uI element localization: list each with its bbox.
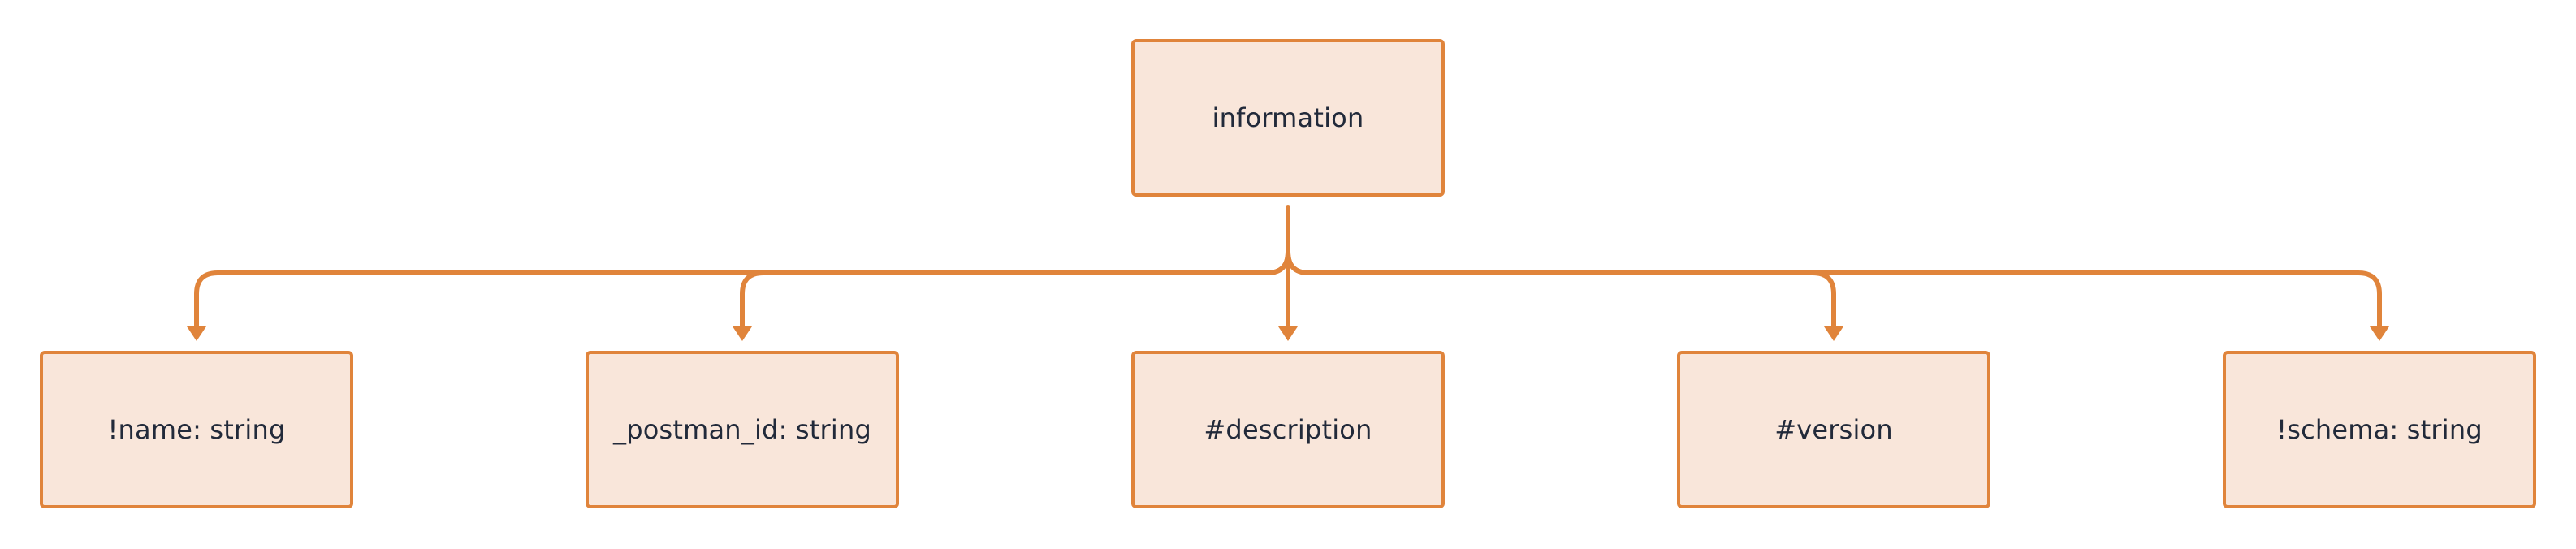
- node-label: !schema: string: [2276, 414, 2483, 445]
- node-version: #version: [1677, 351, 1990, 508]
- node-label: information: [1212, 102, 1364, 133]
- node-information: information: [1131, 39, 1445, 197]
- node-label: #version: [1774, 414, 1893, 445]
- arrowhead-description: [1278, 326, 1298, 341]
- arrowhead-postman-id: [733, 326, 752, 341]
- node-label: _postman_id: string: [613, 414, 871, 445]
- node-postman-id: _postman_id: string: [586, 351, 899, 508]
- connector-to-version: [1286, 249, 1836, 331]
- arrowhead-name: [187, 326, 206, 341]
- arrowhead-version: [1824, 326, 1843, 341]
- node-label: #description: [1204, 414, 1372, 445]
- node-description: #description: [1131, 351, 1445, 508]
- node-label: !name: string: [107, 414, 286, 445]
- arrowhead-schema: [2370, 326, 2389, 341]
- node-name: !name: string: [40, 351, 353, 508]
- connector-to-postman-id: [740, 249, 1290, 331]
- connector-to-schema: [1286, 249, 2382, 331]
- node-schema: !schema: string: [2223, 351, 2536, 508]
